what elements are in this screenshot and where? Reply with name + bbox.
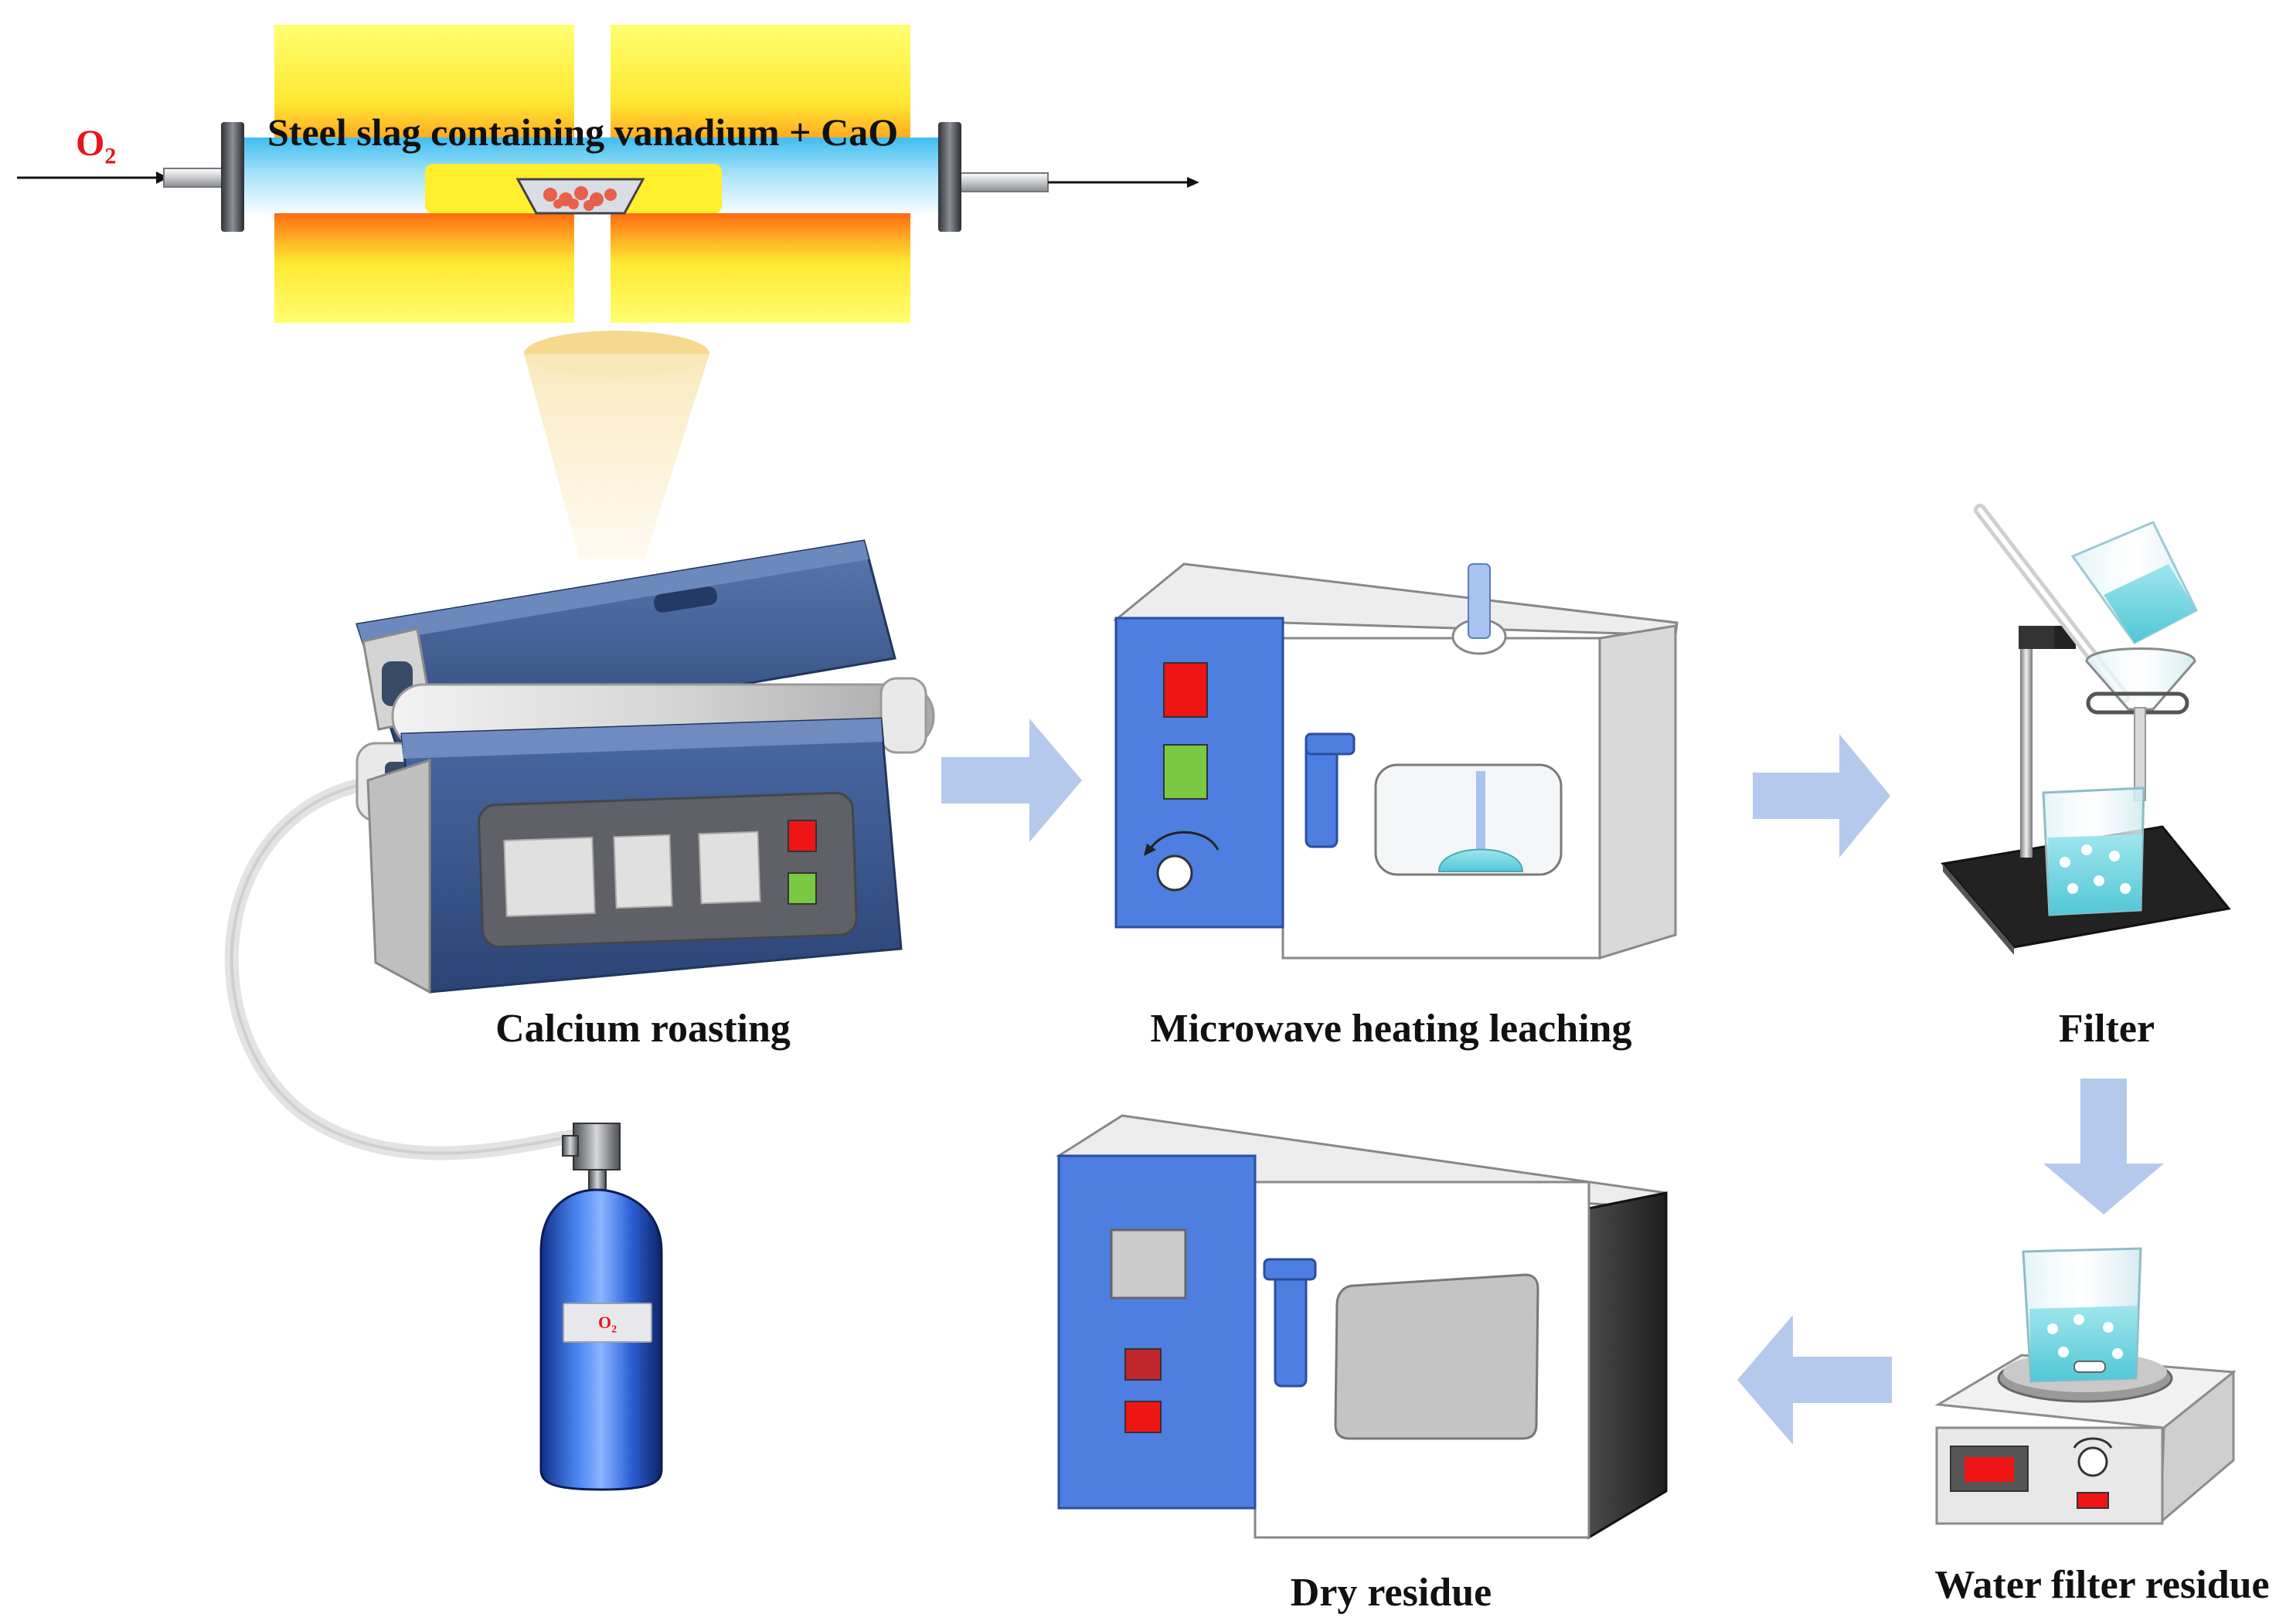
cylinder-valve (573, 1123, 621, 1170)
stir-bar (2073, 1361, 2106, 1373)
flow-arrow-1 (941, 719, 1082, 842)
microwave-window (1374, 763, 1563, 876)
microwave-green-indicator (1163, 744, 1208, 800)
flange-right (938, 122, 961, 232)
step-label-dry-residue: Dry residue (1290, 1571, 1492, 1615)
roasting-furnace (224, 539, 935, 1160)
step-label-microwave-leaching: Microwave heating leaching (1150, 1007, 1632, 1051)
step-label-water-filter-residue: Water filter residue (1934, 1563, 2270, 1607)
step-label-calcium-roasting: Calcium roasting (495, 1007, 791, 1051)
oven-window (1334, 1273, 1539, 1440)
stirrer-front (1935, 1426, 2164, 1525)
flow-arrow-4 (1737, 1315, 1892, 1445)
knob-dial-arc (1147, 831, 1220, 854)
oxygen-inlet-subscript: 2 (104, 143, 117, 169)
tube-furnace-title: Steel slag containing vanadium + CaO (267, 110, 899, 154)
oven-panel (1057, 1154, 1257, 1510)
stirrer-red-button (2077, 1492, 2109, 1509)
flow-arrow-3 (2043, 1079, 2164, 1215)
oven-display (1110, 1228, 1187, 1300)
step-label-filter: Filter (2058, 1007, 2155, 1051)
cylinder-label-symbol: O (597, 1313, 612, 1332)
oxygen-inlet-label: O2 (76, 122, 116, 170)
oven-red-indicator-1 (1124, 1348, 1162, 1381)
oven-red-indicator-2 (1124, 1401, 1162, 1433)
furnace-red-indicator (788, 820, 817, 852)
drying-oven (1055, 1114, 1668, 1540)
funnel-stem (2134, 707, 2146, 801)
stirrer-knob (2077, 1446, 2108, 1477)
microwave-red-indicator (1163, 662, 1208, 718)
microwave-side (1598, 624, 1677, 960)
funnel (2085, 647, 2196, 711)
oven-side (1587, 1191, 1668, 1540)
lid-edge (357, 541, 869, 644)
lid-handle (654, 586, 717, 613)
stirrer-display (1965, 1457, 2014, 1482)
tube-furnace (17, 25, 1199, 559)
stirrer-shaft (1476, 771, 1485, 851)
top-port-tube (1468, 563, 1491, 639)
filter-apparatus (1941, 504, 2231, 955)
slag-sample (543, 186, 617, 211)
stand-rod (2020, 627, 2033, 858)
display-2 (613, 834, 673, 909)
flow-arrow-2 (1753, 734, 1890, 858)
flange-left (221, 122, 244, 232)
display-1 (503, 837, 596, 917)
reaction-flask (1437, 848, 1524, 872)
furnace-green-indicator (788, 872, 817, 905)
filtrate (2048, 834, 2142, 915)
magnetic-stirrer (1934, 1247, 2237, 1525)
light-beam (524, 354, 709, 559)
heating-block-bottom-right (611, 213, 910, 323)
pouring-liquid (2104, 564, 2196, 643)
stirrer-bubbles (2047, 1314, 2123, 1359)
cylinder-label-subscript: 2 (611, 1323, 617, 1336)
cylinder-label: O2 (563, 1303, 652, 1343)
microwave-knob (1156, 854, 1193, 892)
oxygen-inlet-symbol: O (76, 123, 105, 164)
gas-hose (224, 777, 608, 1160)
display-3 (698, 831, 761, 905)
filtrate-bubbles (2060, 844, 2131, 894)
furnace-base-side (366, 758, 431, 994)
microwave-unit (1112, 562, 1679, 960)
heating-block-bottom-left (274, 213, 574, 323)
